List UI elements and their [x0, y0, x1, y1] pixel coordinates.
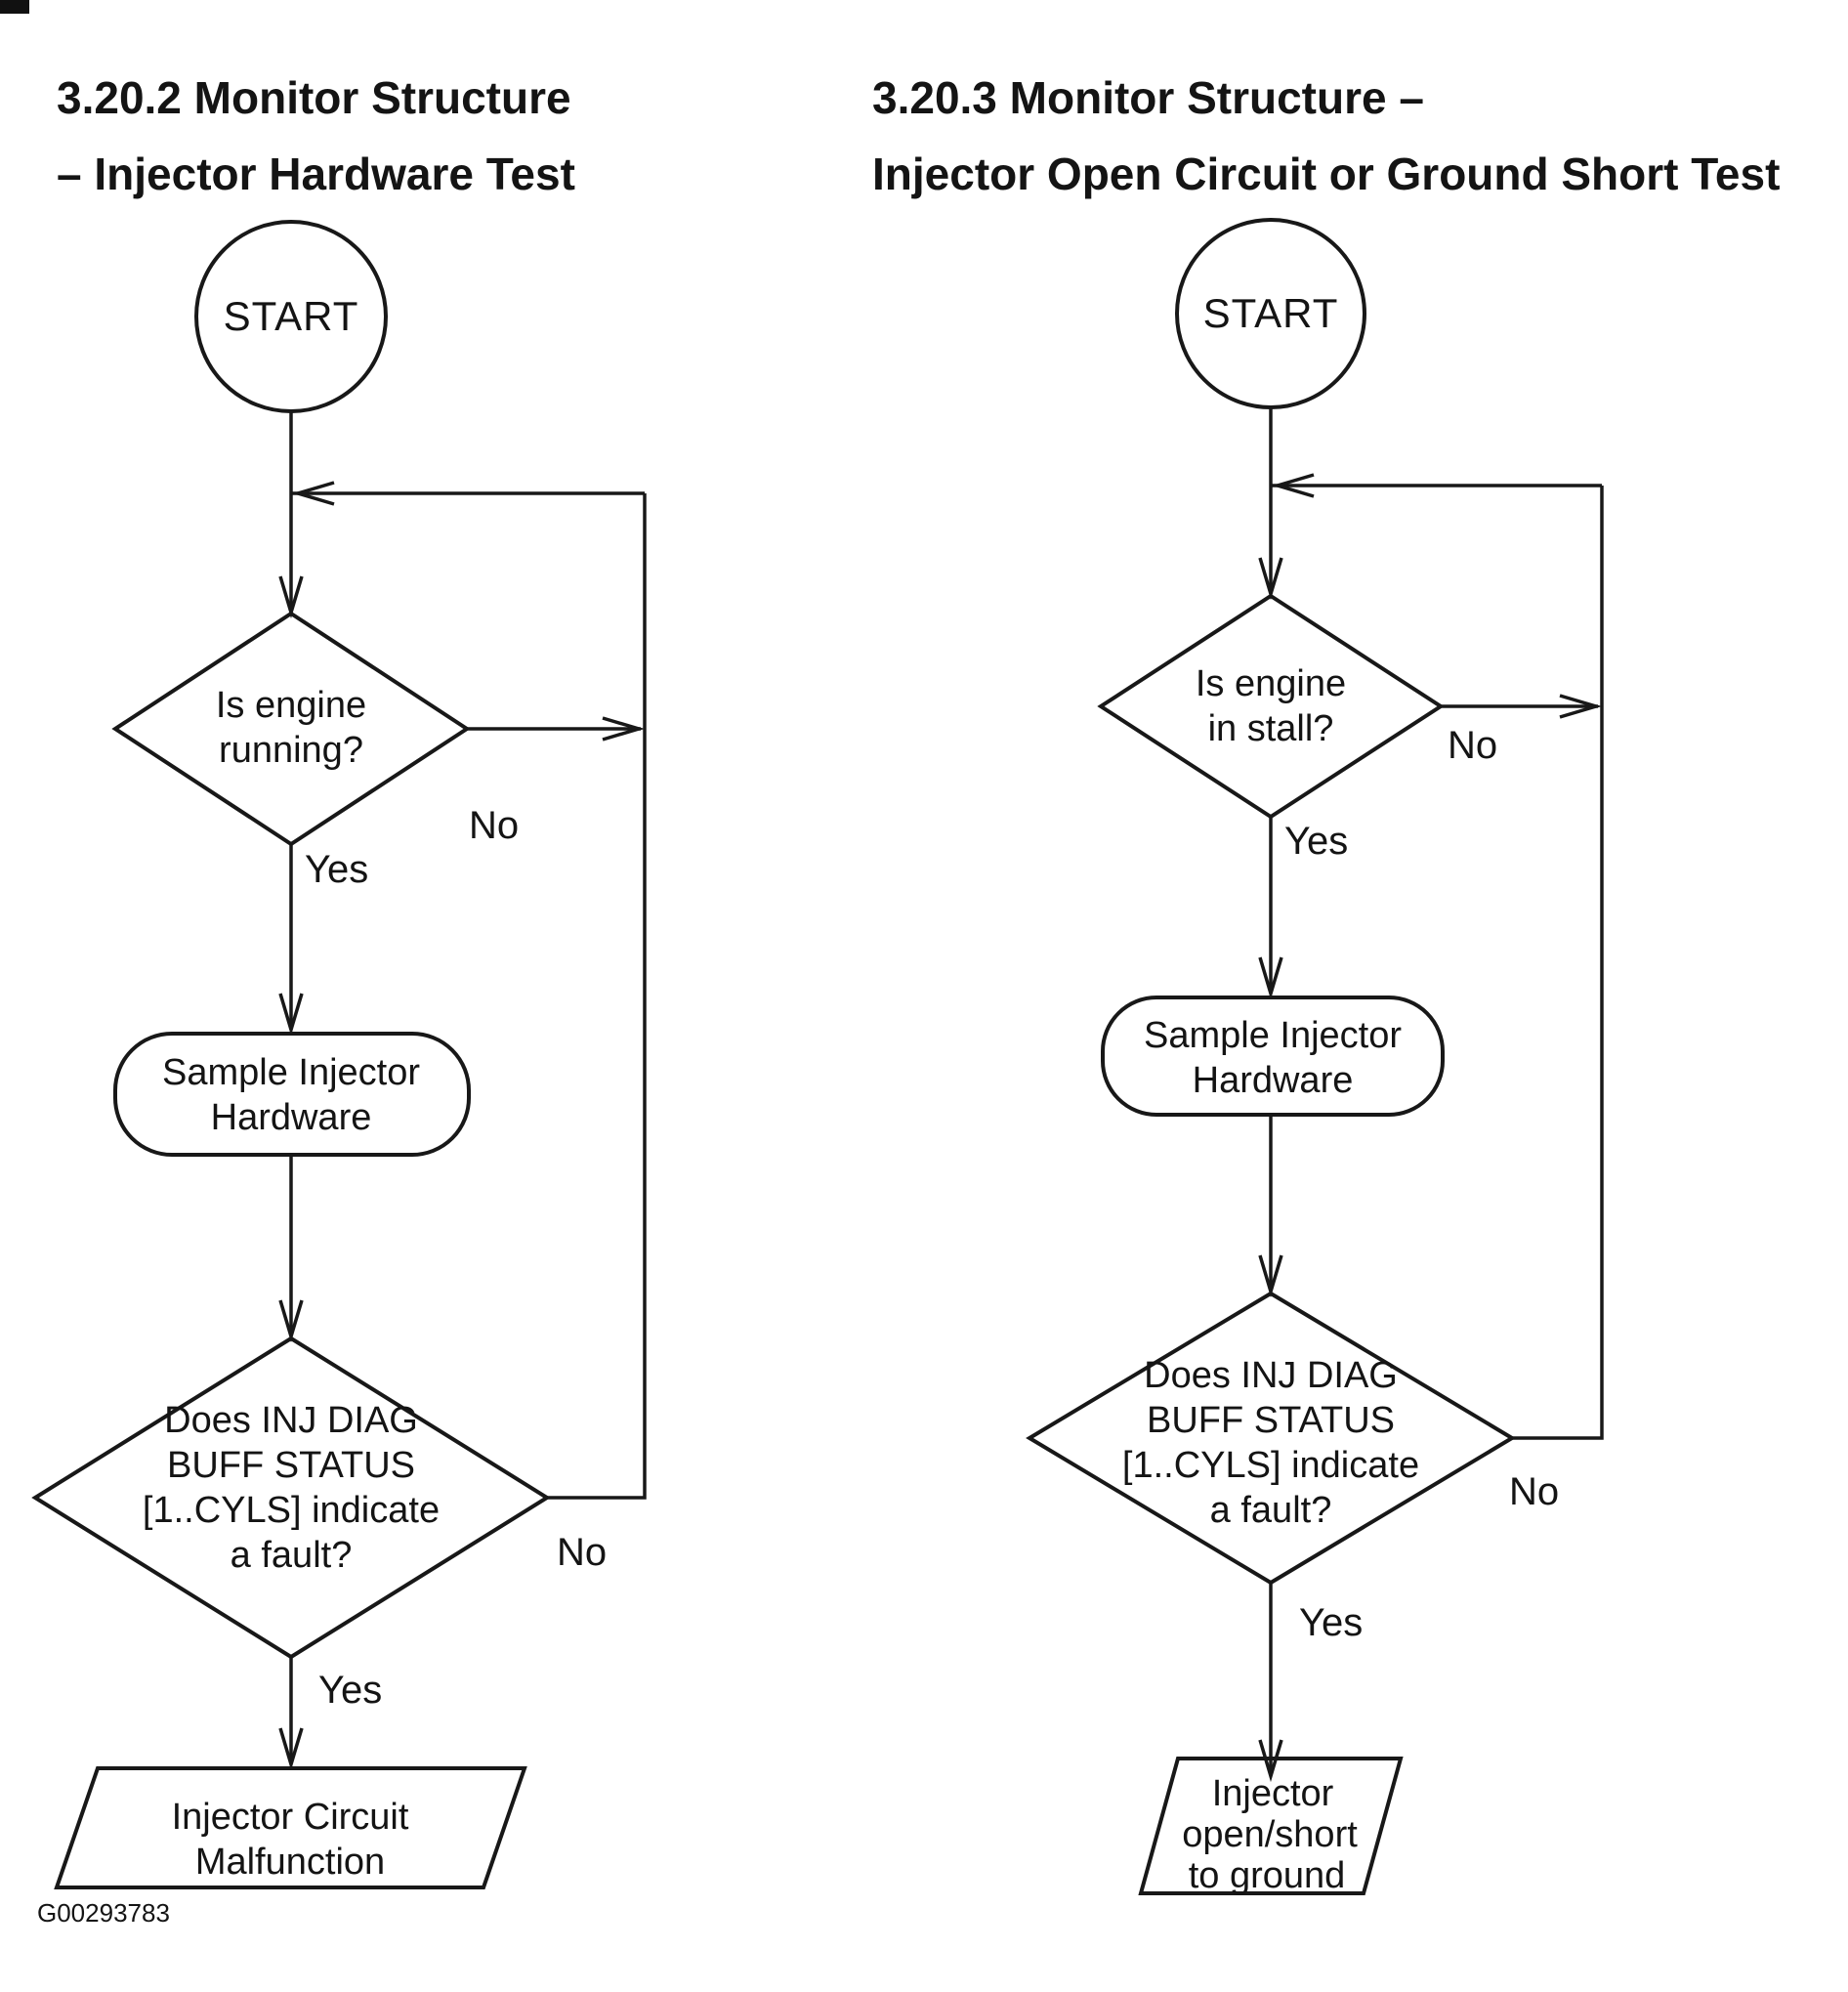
left-arrowhead-left-junction: [291, 481, 335, 506]
right-loop-rail-connector: [1512, 486, 1604, 1440]
right-flowchart: 3.20.3 Monitor Structure – Injector Open…: [872, 72, 1780, 1896]
right-output-node: [1138, 1757, 1404, 1895]
figure-id-caption: G00293783: [37, 1898, 170, 1928]
right-decision1-label-line2: in stall?: [1208, 708, 1334, 749]
left-output-label-line2: Malfunction: [195, 1842, 385, 1883]
right-arrowhead-left-junction: [1271, 473, 1315, 498]
right-decision2-yes-label: Yes: [1299, 1601, 1363, 1644]
left-decision2-yes-label: Yes: [318, 1669, 382, 1712]
right-process-node: [1101, 996, 1445, 1117]
left-decision2-label-line4: a fault?: [231, 1535, 353, 1576]
right-output-label-line2: open/short: [1182, 1814, 1358, 1855]
left-output-node: [54, 1766, 527, 1889]
left-loop-rail-connector: [547, 493, 647, 1500]
left-decision2-label-line3: [1..CYLS] indicate: [143, 1490, 440, 1531]
left-chart-title-line1: 3.20.2 Monitor Structure: [57, 72, 571, 123]
right-decision2-label-line2: BUFF STATUS: [1147, 1400, 1395, 1441]
right-chart-title-line2: Injector Open Circuit or Ground Short Te…: [872, 148, 1780, 199]
right-chart-title-line1: 3.20.3 Monitor Structure –: [872, 72, 1424, 123]
right-decision1-label-line1: Is engine: [1196, 663, 1346, 704]
left-decision1-no-label: No: [469, 804, 519, 847]
right-output-label-line3: to ground: [1189, 1855, 1346, 1896]
right-decision2-label-line3: [1..CYLS] indicate: [1122, 1445, 1419, 1486]
left-arrowhead-down-output: [278, 1727, 304, 1771]
left-decision2-label-line1: Does INJ DIAG: [164, 1400, 418, 1441]
left-decision1-label-line2: running?: [219, 730, 363, 771]
left-decision2-no-label: No: [557, 1531, 607, 1574]
right-output-label-line1: Injector: [1212, 1773, 1334, 1814]
left-process-label-line2: Hardware: [211, 1097, 372, 1138]
left-decision1-node: [111, 611, 471, 847]
right-decision1-no-label: No: [1448, 724, 1497, 767]
left-output-label-line1: Injector Circuit: [172, 1797, 409, 1838]
left-decision2-label-line2: BUFF STATUS: [167, 1445, 415, 1486]
right-process-label-line2: Hardware: [1193, 1060, 1354, 1101]
right-arrowhead-down-output: [1258, 1739, 1283, 1783]
right-arrowhead-right-no1: [1559, 694, 1603, 719]
right-decision2-label-line4: a fault?: [1210, 1490, 1332, 1531]
right-decision2-no-label: No: [1509, 1470, 1559, 1513]
left-arrowhead-down-process: [278, 993, 304, 1037]
right-start-label: START: [1203, 290, 1339, 336]
scan-artifact: [0, 0, 29, 14]
left-decision1-label-line1: Is engine: [216, 685, 366, 726]
right-decision1-node: [1097, 593, 1445, 820]
right-decision2-label-line1: Does INJ DIAG: [1144, 1355, 1398, 1396]
left-decision1-yes-label: Yes: [305, 848, 368, 891]
left-process-label-line1: Sample Injector: [162, 1052, 420, 1093]
left-arrowhead-right-no1: [602, 716, 646, 742]
left-chart-title-line2: – Injector Hardware Test: [57, 148, 575, 199]
right-arrowhead-down-process: [1258, 956, 1283, 1000]
right-decision1-yes-label: Yes: [1284, 820, 1348, 863]
left-start-label: START: [224, 293, 359, 339]
right-process-label-line1: Sample Injector: [1144, 1015, 1402, 1056]
left-flowchart: 3.20.2 Monitor Structure – Injector Hard…: [31, 72, 647, 1928]
